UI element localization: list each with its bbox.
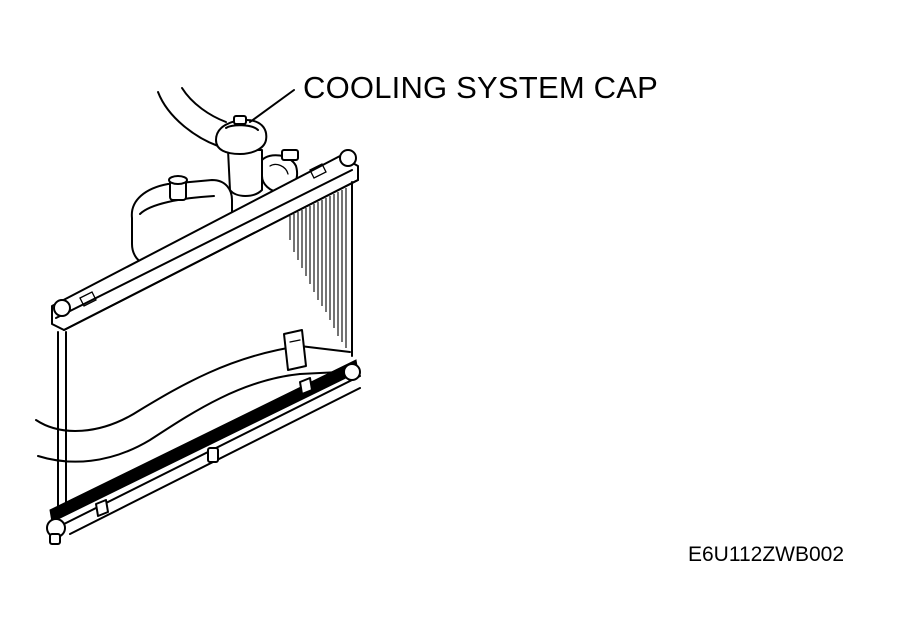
radiator-core — [57, 181, 353, 521]
figure-code: E6U112ZWB002 — [688, 543, 845, 566]
radiator-top-tank — [51, 149, 359, 331]
radiator-bottom-tank — [46, 359, 361, 545]
radiator-fins — [289, 188, 347, 348]
callout-leader-line — [249, 89, 295, 123]
cooling-system-cap — [215, 115, 268, 155]
lower-hose — [35, 329, 351, 463]
callout-label-cooling-system-cap: COOLING SYSTEM CAP — [303, 70, 658, 105]
upper-hose-outline — [157, 87, 227, 147]
